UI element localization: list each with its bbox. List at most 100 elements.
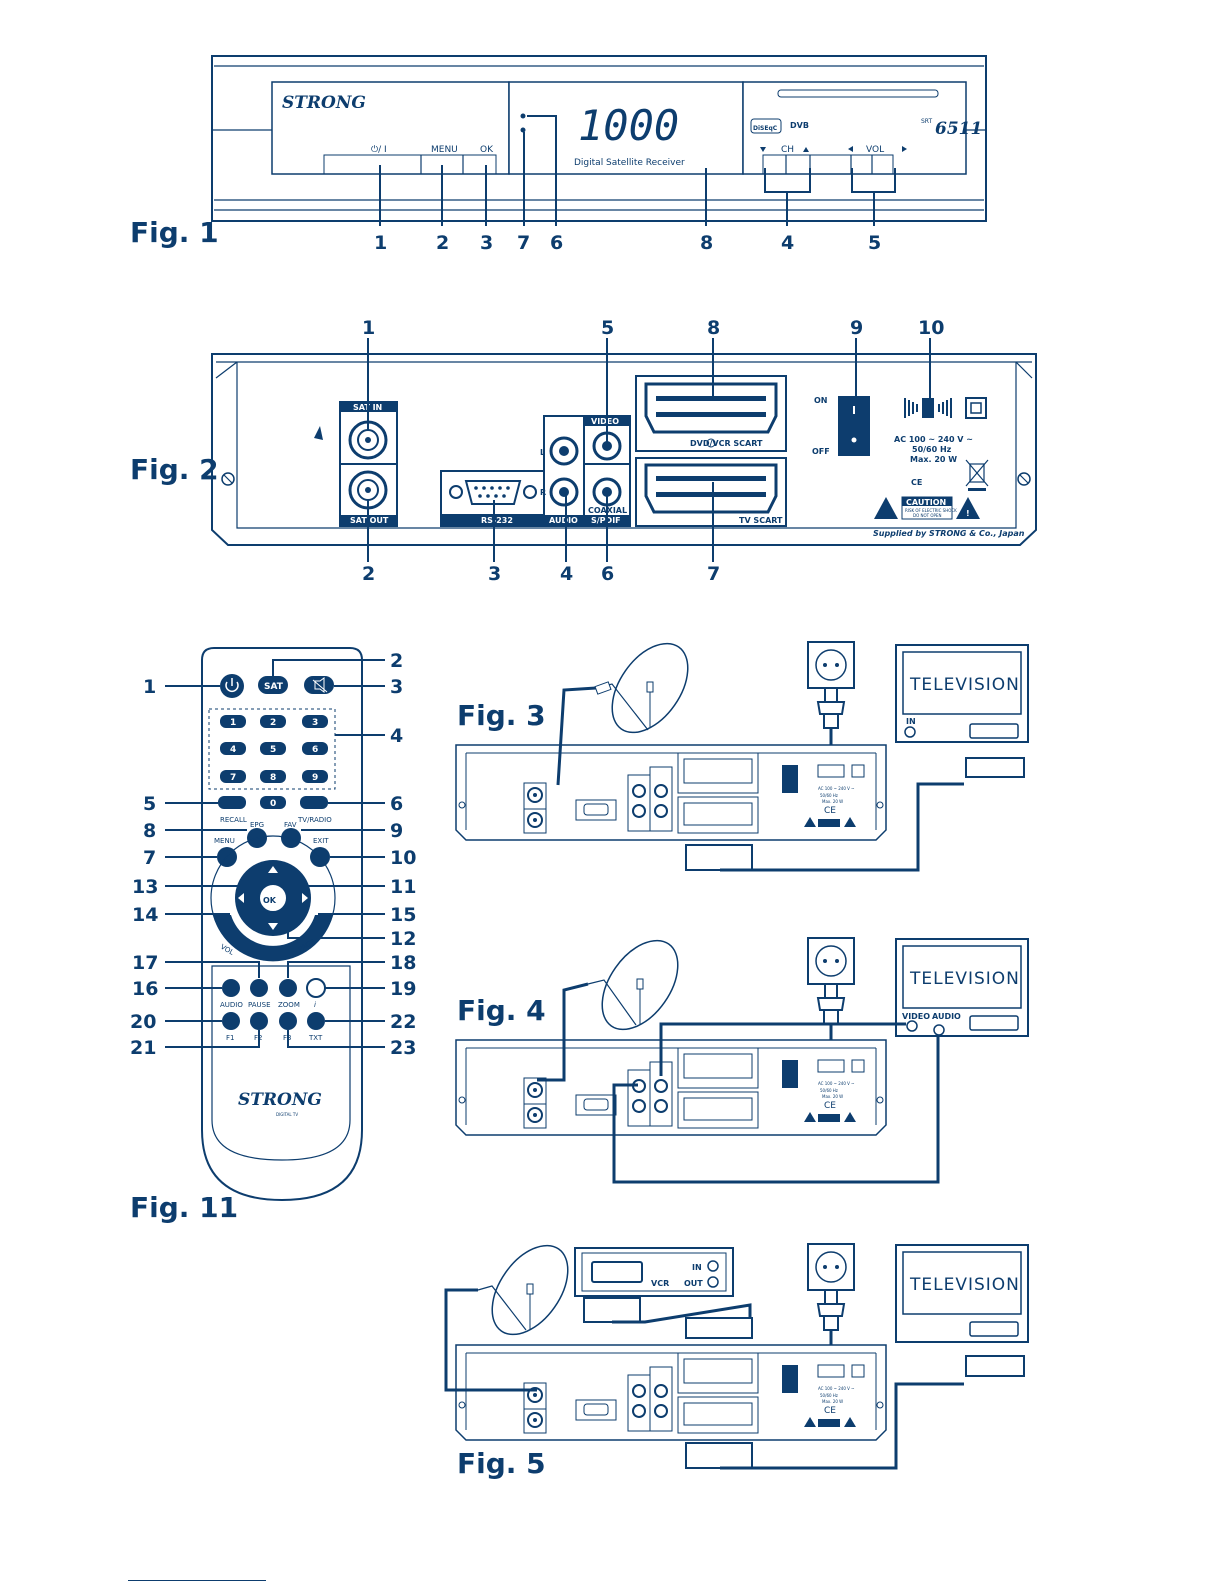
fig11-sat-label: SAT — [264, 682, 284, 692]
fig11-callout-11: 11 — [390, 876, 416, 898]
fig11-digit-0 — [260, 796, 286, 809]
fig11-callout-21: 21 — [130, 1037, 156, 1059]
fig11-menu-label: MENU — [214, 837, 235, 845]
fig2-callout-6: 6 — [601, 563, 614, 585]
fig3-label: Fig. 3 — [457, 699, 546, 732]
fig5-tv-label: TELEVISION — [909, 1275, 1020, 1295]
fig11-ok-label: OK — [263, 896, 277, 905]
fig2-video-label: VIDEO — [591, 417, 619, 426]
fig2-callout-1: 1 — [362, 317, 375, 339]
fig5-label: Fig. 5 — [457, 1447, 546, 1480]
fig11-digit-5-label: 5 — [270, 745, 276, 755]
fig2-power-spec-3: Max. 20 W — [910, 455, 957, 464]
fig2-callout-5: 5 — [601, 317, 614, 339]
fig1-ok-label: OK — [480, 145, 494, 155]
fig11-callout-12: 12 — [390, 928, 416, 950]
fig11-callout-17: 17 — [132, 952, 158, 974]
fig11-callout-15: 15 — [390, 904, 416, 926]
fig1-model-prefix: SRT — [921, 118, 933, 125]
fig11-digit-2-label: 2 — [270, 718, 276, 728]
fig1-power-label: ⏻/ I — [371, 144, 387, 155]
fig5-vcr — [574, 1247, 734, 1297]
fig11-callout-23: 23 — [390, 1037, 416, 1059]
fig1-callout-2: 2 — [436, 232, 449, 254]
fig11-fav-label: FAV — [284, 821, 297, 829]
fig11-digit-8 — [260, 770, 286, 783]
fig4-tv-audio-label: AUDIO — [932, 1012, 961, 1021]
fig11-digit-9 — [302, 770, 328, 783]
fig11-callout-3: 3 — [390, 676, 403, 698]
fig11-callout-5: 5 — [143, 793, 156, 815]
fig11-digit-3-label: 3 — [312, 718, 318, 728]
fig11-digit-8-label: 8 — [270, 773, 276, 783]
fig2-audio-l: L — [540, 448, 545, 457]
fig2-exclamation-warning-icon — [956, 497, 980, 519]
fig11-callout-20: 20 — [130, 1011, 156, 1033]
fig2-ce-mark: CE — [911, 478, 922, 487]
fig3-tv-label: TELEVISION — [909, 675, 1020, 695]
fig11-digit-9-label: 9 — [312, 773, 318, 783]
fig2-caution-sub-2: DO NOT OPEN — [913, 513, 941, 518]
fig1-vol-label: VOL — [866, 145, 884, 155]
page-footer-rule — [128, 1580, 266, 1581]
fig5-connection: VCR IN OUT TELEVISION Fig. 5 — [444, 1231, 1029, 1480]
fig11-f2-button — [250, 1012, 268, 1030]
fig1-callout-7: 7 — [517, 232, 530, 254]
fig11-info-label: i — [314, 1001, 316, 1009]
fig2-weee-icon — [965, 459, 989, 491]
fig11-recall-label: RECALL — [220, 816, 247, 824]
fig2-rs232-label: RS-232 — [481, 516, 513, 525]
fig1-label: Fig. 1 — [130, 216, 219, 249]
fig1-ch-label: CH — [781, 145, 794, 155]
fig2-spdif-label: S/PDIF — [591, 516, 621, 525]
fig1-callout-3: 3 — [480, 232, 493, 254]
fig11-vol-page-arc — [213, 915, 333, 962]
fig11-digit-1 — [220, 715, 246, 728]
fig2-on-label: ON — [814, 396, 828, 405]
fig11-digit-3 — [302, 715, 328, 728]
fig1-dvb-logo: DVB — [790, 121, 809, 130]
fig11-callout-6: 6 — [390, 793, 403, 815]
fig11-callout-10: 10 — [390, 847, 416, 869]
fig5-vcr-label: VCR — [651, 1279, 669, 1288]
fig11-zoom-label: ZOOM — [278, 1001, 300, 1009]
fig11-callout-7: 7 — [143, 847, 156, 869]
fig11-digit-6-label: 6 — [312, 745, 318, 755]
fig2-dvd-scart-label: DVD/VCR SCART — [690, 439, 763, 448]
fig11-f1-button — [222, 1012, 240, 1030]
fig2-supplied-by: Supplied by STRONG & Co., Japan — [873, 529, 1025, 538]
fig11-digit-7-label: 7 — [230, 773, 236, 783]
fig4-tv-video-label: VIDEO — [902, 1012, 930, 1021]
fig11-info-button — [306, 978, 326, 998]
fig1-display: 1000 — [578, 101, 679, 150]
fig1-led-bottom — [520, 127, 526, 133]
fig11-digit-2 — [260, 715, 286, 728]
fig11-callout-14: 14 — [132, 904, 158, 926]
fig2-rs232-port — [464, 480, 522, 505]
fig2-caution-label: CAUTION — [906, 498, 946, 507]
fig4-connection: Fig. 4 TELEVISION VIDEO AUDIO — [455, 926, 1029, 1184]
fig2-sat-out-label: SAT OUT — [350, 516, 389, 525]
fig11-f3-button — [279, 1012, 297, 1030]
fig5-vcr-in-label: IN — [692, 1263, 702, 1272]
fig11-f1-label: F1 — [226, 1034, 234, 1042]
fig5-vcr-out-label: OUT — [684, 1279, 703, 1288]
fig11-callout-8: 8 — [143, 820, 156, 842]
fig11-callout-9: 9 — [390, 820, 403, 842]
fig2-power-spec-1: AC 100 ~ 240 V ~ — [894, 435, 973, 444]
fig11-digit-4 — [220, 742, 246, 755]
fig2-callout-8: 8 — [707, 317, 720, 339]
fig11-digit-7 — [220, 770, 246, 783]
fig11-digit-5 — [260, 742, 286, 755]
fig2-power-spec-2: 50/60 Hz — [912, 445, 952, 454]
fig11-pause-label: PAUSE — [248, 1001, 271, 1009]
fig1-callout-6: 6 — [550, 232, 563, 254]
fig2-callout-3: 3 — [488, 563, 501, 585]
fig1-menu-label: MENU — [431, 145, 458, 155]
fig11-zoom-button — [279, 979, 297, 997]
fig2-caution-sub-1: RISK OF ELECTRIC SHOCK — [905, 508, 957, 513]
fig11-audio-button — [222, 979, 240, 997]
fig11-digit-0-label: 0 — [270, 799, 276, 809]
fig11-txt-label: TXT — [308, 1034, 323, 1042]
